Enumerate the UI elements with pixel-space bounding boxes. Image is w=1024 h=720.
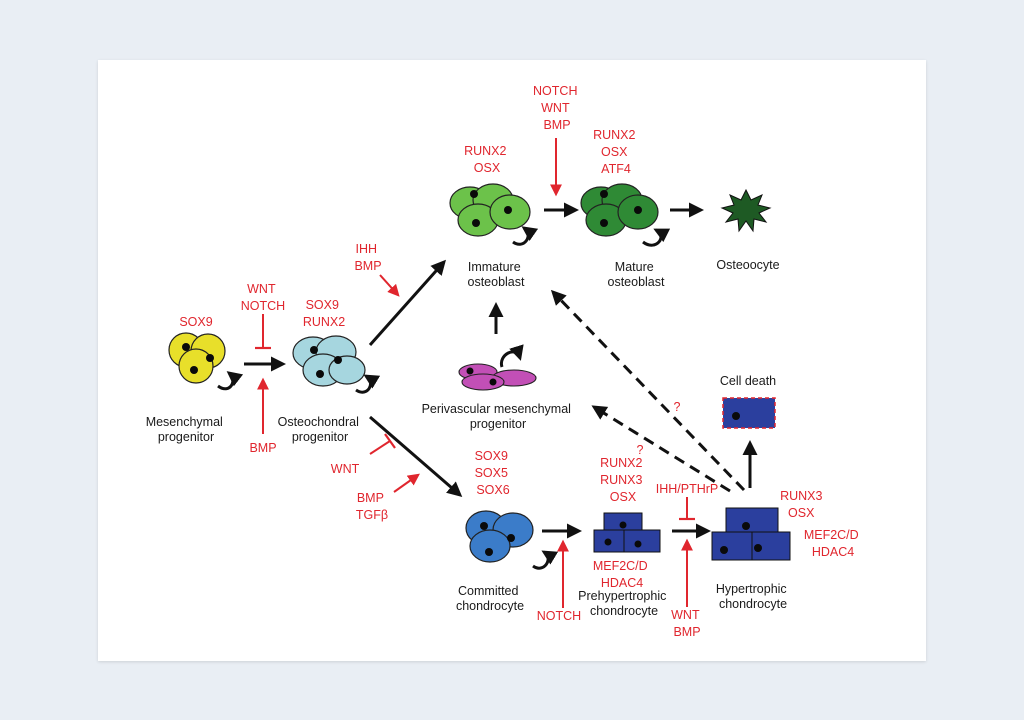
label-committed-chondrocyte: Committed chondrocyte: [456, 584, 524, 613]
question-mark-upper: ?: [674, 400, 681, 414]
factor-wnt-inhibit: WNT: [331, 462, 360, 476]
label-cell-death: Cell death: [720, 374, 776, 388]
factor-ihh-bmp: IHH BMP: [354, 242, 381, 273]
factor-notch-wnt-bmp: NOTCH WNT BMP: [533, 84, 581, 132]
mesenchymal-progenitor-cell: [168, 332, 244, 391]
cell-death-cell: [722, 397, 776, 429]
factor-bmp-mesenchymal: BMP: [249, 441, 276, 455]
factor-sox9: SOX9: [179, 315, 212, 329]
osteochondral-progenitor-cell: [292, 335, 381, 394]
committed-chondrocyte-cell: [465, 510, 559, 570]
factor-sox9-sox5-sox6: SOX9 SOX5 SOX6: [475, 449, 512, 497]
label-osteochondral-progenitor: Osteochondral progenitor: [278, 415, 363, 444]
label-mesenchymal-progenitor: Mesenchymal progenitor: [146, 415, 227, 444]
factor-wnt-notch: WNT NOTCH: [241, 282, 285, 313]
hypertrophic-chondrocyte-cell: [711, 507, 791, 561]
factor-bmp-tgfb: BMP TGFβ: [356, 491, 388, 522]
label-hypertrophic-chondrocyte: Hypertrophic chondrocyte: [716, 582, 790, 611]
label-osteocyte: Osteoocyte: [716, 258, 779, 272]
differentiation-arrows: [244, 202, 758, 539]
factor-runx3-osx-mef2c-hdac4: RUNX3 OSX MEF2C/D HDAC4: [780, 489, 862, 559]
differentiation-diagram: Mesenchymal progenitor Osteochondral pro…: [146, 84, 862, 639]
regulation-arrows: [255, 138, 695, 608]
figure-card: Mesenchymal progenitor Osteochondral pro…: [98, 60, 926, 661]
label-prehypertrophic-chondrocyte: Prehypertrophic chondrocyte: [578, 589, 670, 618]
label-immature-osteoblast: Immature osteoblast: [468, 260, 526, 289]
factor-mef2c-hdac4: MEF2C/D HDAC4: [593, 559, 651, 590]
factor-runx2-osx-immature: RUNX2 OSX: [464, 144, 510, 175]
osteocyte-cell: [720, 188, 772, 233]
factor-sox9-runx2: SOX9 RUNX2: [303, 298, 345, 329]
label-perivascular-progenitor: Perivascular mesenchymal progenitor: [422, 402, 575, 431]
factor-runx2-osx-atf4: RUNX2 OSX ATF4: [593, 128, 639, 176]
immature-osteoblast-cell: [449, 183, 539, 246]
factor-notch: NOTCH: [537, 609, 581, 623]
perivascular-progenitor-cell: [458, 344, 537, 391]
factor-ihh-pthrp: IHH/PTHrP: [656, 482, 719, 496]
prehypertrophic-chondrocyte-cell: [593, 512, 661, 553]
label-mature-osteoblast: Mature osteoblast: [608, 260, 666, 289]
question-mark-lower: ?: [637, 443, 644, 457]
mature-osteoblast-cell: [580, 183, 671, 247]
factor-wnt-bmp: WNT BMP: [671, 608, 703, 639]
factor-runx2-runx3-osx: RUNX2 RUNX3 OSX: [600, 456, 646, 504]
